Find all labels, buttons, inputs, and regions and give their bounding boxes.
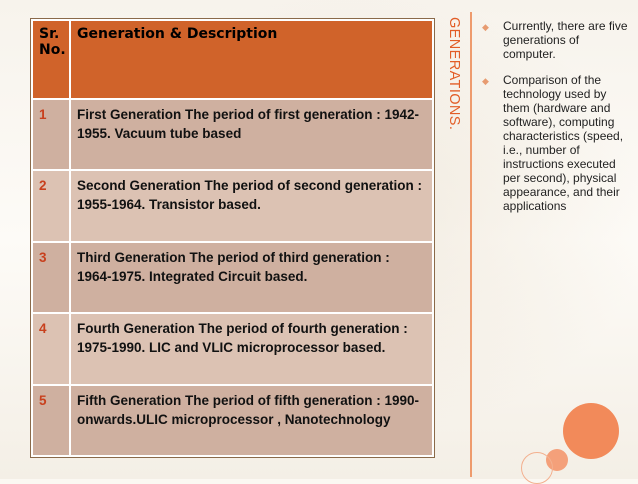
header-sr-no: Sr. No. (31, 19, 71, 100)
row-description: First Generation The period of first gen… (69, 97, 434, 172)
row-number: 2 (31, 169, 71, 243)
bullet-icon: ◆ (482, 76, 489, 86)
table-row: 5 Fifth Generation The period of fifth g… (31, 383, 434, 458)
side-title: GENERATIONS. (443, 17, 465, 167)
bullet-text: Currently, there are five generations of… (503, 19, 628, 61)
decorative-ring (521, 452, 553, 484)
row-number: 4 (31, 312, 71, 386)
table-header-row: Sr. No. Generation & Description (31, 19, 434, 100)
row-description: Fifth Generation The period of fifth gen… (69, 383, 434, 458)
table-row: 3 Third Generation The period of third g… (31, 240, 434, 315)
bullet-item: ◆ Currently, there are five generations … (478, 19, 628, 61)
table-row: 1 First Generation The period of first g… (31, 97, 434, 172)
bullet-text: Comparison of the technology used by the… (503, 73, 624, 213)
decorative-circle-large (563, 403, 619, 459)
header-generation-description: Generation & Description (69, 19, 434, 100)
bullet-icon: ◆ (482, 22, 489, 32)
bullet-list: ◆ Currently, there are five generations … (478, 19, 628, 225)
row-number: 1 (31, 97, 71, 172)
row-description: Second Generation The period of second g… (69, 169, 434, 243)
side-title-text: GENERATIONS. (446, 17, 462, 131)
bullet-item: ◆ Comparison of the technology used by t… (478, 73, 628, 213)
table-row: 4 Fourth Generation The period of fourth… (31, 312, 434, 386)
row-description: Fourth Generation The period of fourth g… (69, 312, 434, 386)
divider-line (470, 12, 472, 477)
row-number: 3 (31, 240, 71, 315)
row-description: Third Generation The period of third gen… (69, 240, 434, 315)
generations-table: Sr. No. Generation & Description 1 First… (30, 18, 435, 458)
table-row: 2 Second Generation The period of second… (31, 169, 434, 243)
row-number: 5 (31, 383, 71, 458)
